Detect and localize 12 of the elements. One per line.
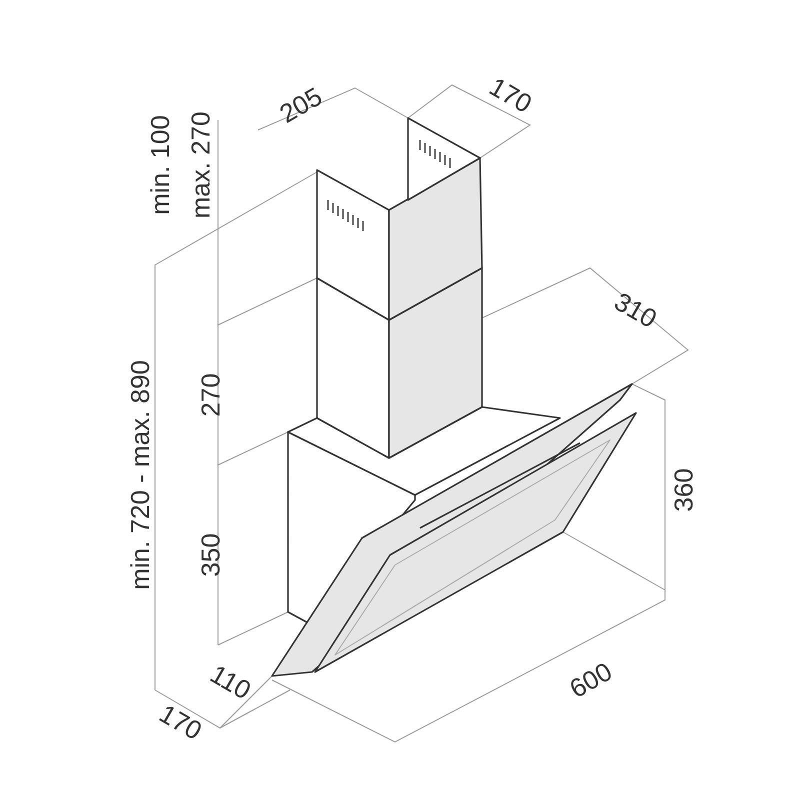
dimension-label: 360	[670, 468, 696, 512]
dimension-label: min. 100	[146, 115, 173, 215]
dimension-label: 270	[197, 373, 224, 417]
dimension-label: 350	[197, 533, 224, 577]
dimension-label: max. 270	[186, 112, 213, 218]
dimension-label: 310	[610, 288, 660, 332]
dimension-label: 170	[154, 700, 206, 744]
dimension-label: 600	[564, 658, 616, 702]
dimension-label: min. 720 - max. 890	[126, 360, 153, 590]
dimension-label: 205	[274, 82, 326, 128]
dimension-label: 170	[484, 72, 536, 118]
dimension-label: 110	[206, 660, 255, 704]
